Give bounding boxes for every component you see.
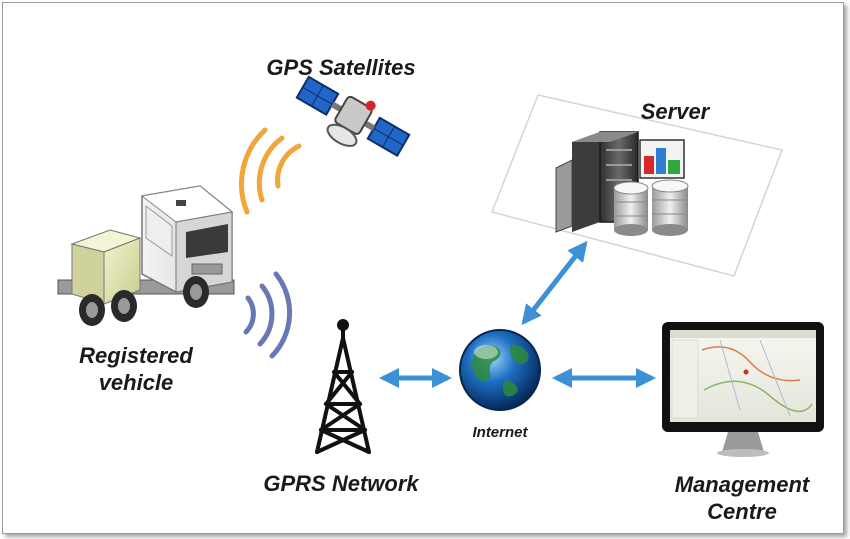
satellite-icon <box>295 75 411 158</box>
vehicle-label-line-1: Registered <box>79 343 193 368</box>
vehicle-signal-waves <box>243 271 293 359</box>
antenna-tower-icon <box>315 319 371 454</box>
globe-icon <box>459 329 541 411</box>
gprs-label: GPRS Network <box>263 471 419 496</box>
server-label: Server <box>640 99 710 124</box>
server-icon <box>490 94 784 277</box>
vehicle-label: Registered vehicle <box>46 342 226 396</box>
vehicle-label-line-2: vehicle <box>98 370 174 395</box>
truck-icon <box>57 185 235 326</box>
connection-arrows <box>379 240 656 388</box>
management-label-line-2: Centre <box>707 499 777 524</box>
management-label-line-1: Management <box>674 472 810 497</box>
satellites-label: GPS Satellites <box>266 55 416 80</box>
gps-signal-waves <box>239 127 302 215</box>
monitor-icon <box>662 322 824 457</box>
arrow-internet-server <box>521 240 588 326</box>
internet-label: Internet <box>472 424 528 441</box>
management-label: Management Centre <box>644 471 840 525</box>
